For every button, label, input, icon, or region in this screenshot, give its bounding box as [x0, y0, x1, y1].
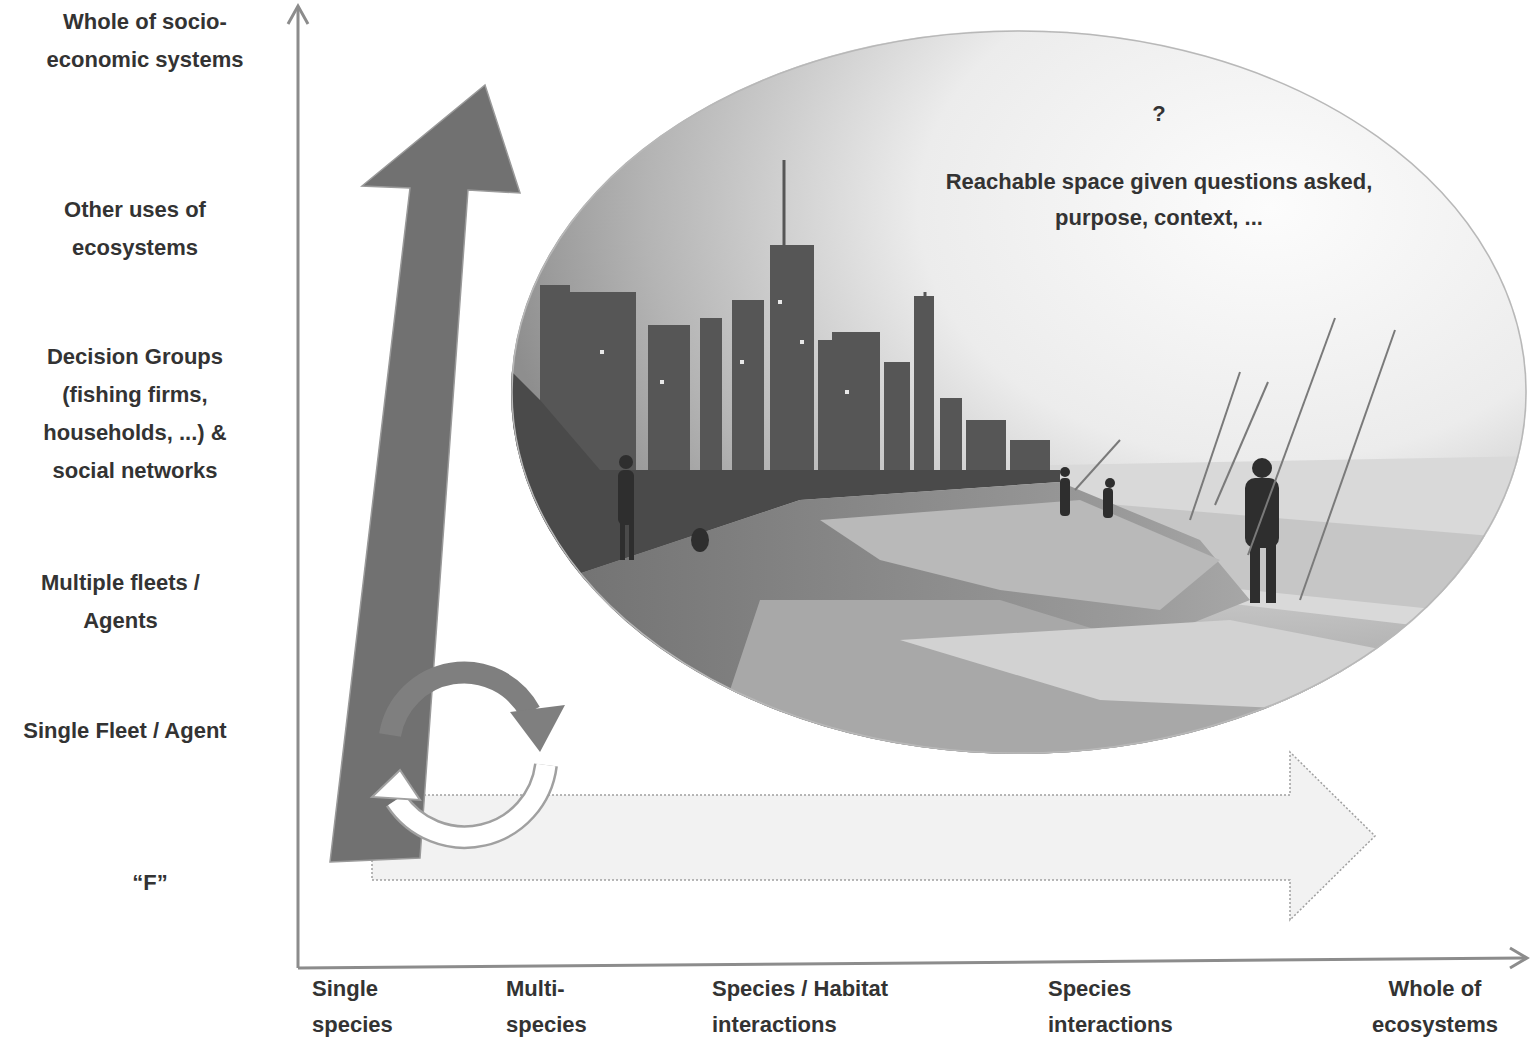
question-mark: ?: [909, 96, 1409, 132]
beach-photo: [500, 20, 1532, 780]
x-axis-label: Multi-species: [506, 971, 616, 1043]
x-axis-label: Species / Habitat interactions: [712, 971, 952, 1043]
y-axis-label: Other uses of ecosystems: [30, 191, 240, 267]
vertical-arrow: [330, 85, 520, 862]
region-label: Reachable space given questions asked, p…: [909, 164, 1409, 236]
y-axis-label: Decision Groups (fishing firms, househol…: [30, 338, 240, 490]
y-axis-label: Single Fleet / Agent: [20, 712, 230, 750]
horizontal-arrow: [372, 752, 1375, 920]
cycle-arrows: [372, 673, 565, 838]
text-column: ? Reachable space given questions asked, …: [909, 96, 1409, 236]
ellipse-border: [512, 31, 1526, 753]
x-axis-label: Whole of ecosystems: [1360, 971, 1510, 1043]
y-axis-label: “F”: [90, 864, 210, 902]
x-axis-label: Species interactions: [1048, 971, 1188, 1043]
ellipse-outline: [511, 30, 1527, 754]
y-axis-label: Multiple fleets / Agents: [8, 564, 233, 640]
reachable-space-ellipse: ? Reachable space given questions asked, …: [511, 30, 1527, 754]
x-axis-label: Single species: [312, 971, 412, 1043]
y-axis-label: Whole of socio-economic systems: [30, 3, 260, 79]
axes: [288, 6, 1527, 968]
